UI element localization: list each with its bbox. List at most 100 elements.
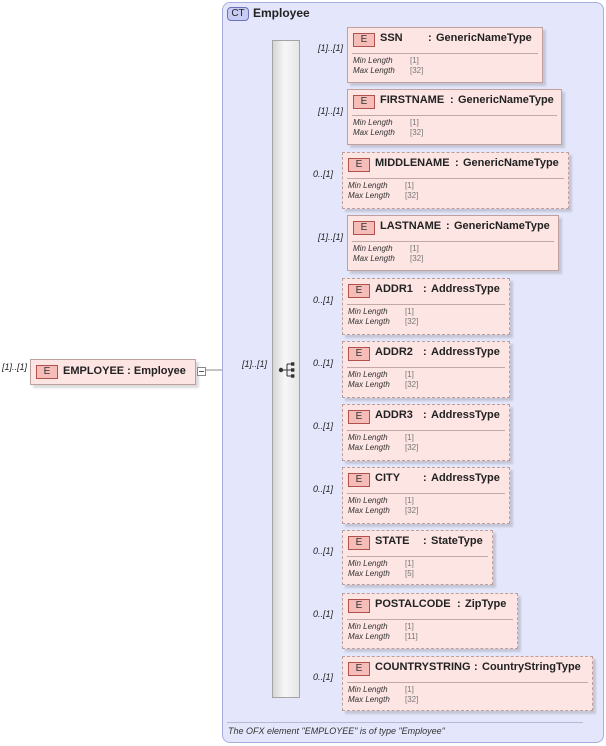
max-length-value: [32] [405,191,419,200]
type-separator: : [428,32,432,44]
max-length-value: [11] [405,632,418,641]
min-length-label: Min Length [348,622,388,631]
max-length-value: [32] [410,66,424,75]
element-type: AddressType [431,346,500,358]
type-separator: : [423,283,427,295]
min-length-value: [1] [405,559,414,568]
element-cardinality: 0..[1] [313,358,334,368]
sequence-compositor[interactable] [272,40,300,698]
min-length-value: [1] [405,307,414,316]
element-badge: E [353,221,375,235]
max-length-value: [32] [410,128,424,137]
element-cardinality: 0..[1] [313,421,334,431]
min-length-value: [1] [405,181,414,190]
type-separator: : [423,535,427,547]
element-type: StateType [431,535,483,547]
element-badge: E [36,365,58,379]
element-type: CountryStringType [482,661,581,673]
min-length-value: [1] [410,56,419,65]
element-type: ZipType [465,598,507,610]
min-length-label: Min Length [353,56,393,65]
element-divider [352,53,538,54]
root-element-employee[interactable]: E EMPLOYEE : Employee [30,359,196,385]
type-separator: : [455,157,459,169]
min-length-label: Min Length [348,181,388,190]
type-separator: : [474,661,478,673]
max-length-value: [32] [405,506,419,515]
complex-type-footer: The OFX element "EMPLOYEE" is of type "E… [228,726,445,736]
max-length-label: Max Length [348,317,390,326]
element-type: GenericNameType [454,220,550,232]
min-length-label: Min Length [348,433,388,442]
collapse-toggle[interactable] [197,367,206,376]
min-length-label: Min Length [348,307,388,316]
element-name: MIDDLENAME [375,157,450,169]
min-length-label: Min Length [348,370,388,379]
element-badge: E [353,33,375,47]
element-divider [347,682,588,683]
element-type: GenericNameType [436,32,532,44]
element-divider [347,178,564,179]
element-divider [347,556,488,557]
element-name: CITY [375,472,401,484]
max-length-label: Max Length [348,632,390,641]
element-name: POSTALCODE [375,598,451,610]
type-separator: : [423,409,427,421]
min-length-value: [1] [405,433,414,442]
element-badge: E [348,662,370,676]
element-badge: E [348,473,370,487]
element-cardinality: 0..[1] [313,672,334,682]
max-length-label: Max Length [348,569,390,578]
max-length-value: [32] [405,443,419,452]
element-cardinality: 0..[1] [313,546,334,556]
type-separator: : [446,220,450,232]
element-name: ADDR3 [375,409,413,421]
max-length-label: Max Length [348,380,390,389]
min-length-value: [1] [405,622,414,631]
min-length-value: [1] [405,496,414,505]
max-length-value: [5] [405,569,414,578]
element-cardinality: 0..[1] [313,484,334,494]
element-badge: E [348,536,370,550]
max-length-value: [32] [410,254,424,263]
min-length-label: Min Length [348,685,388,694]
element-name: LASTNAME [380,220,442,232]
max-length-label: Max Length [353,128,395,137]
sequence-icon [278,362,295,378]
element-type: GenericNameType [458,94,554,106]
element-divider [347,430,505,431]
max-length-label: Max Length [348,191,390,200]
element-cardinality: 0..[1] [313,169,334,179]
max-length-label: Max Length [353,254,395,263]
element-type: AddressType [431,472,500,484]
max-length-value: [32] [405,695,419,704]
element-cardinality: 0..[1] [313,295,334,305]
element-name: ADDR1 [375,283,413,295]
min-length-label: Min Length [353,118,393,127]
element-cardinality: 0..[1] [313,609,334,619]
root-element-label: EMPLOYEE : Employee [63,365,186,377]
max-length-value: [32] [405,317,419,326]
element-name: COUNTRYSTRING [375,661,471,673]
element-cardinality: [1]..[1] [318,232,344,242]
element-type: GenericNameType [463,157,559,169]
element-cardinality: [1]..[1] [318,106,344,116]
element-divider [347,304,505,305]
footer-divider [227,722,583,723]
element-badge: E [348,284,370,298]
element-badge: E [348,158,370,172]
max-length-label: Max Length [348,695,390,704]
element-name: FIRSTNAME [380,94,445,106]
max-length-value: [32] [405,380,419,389]
